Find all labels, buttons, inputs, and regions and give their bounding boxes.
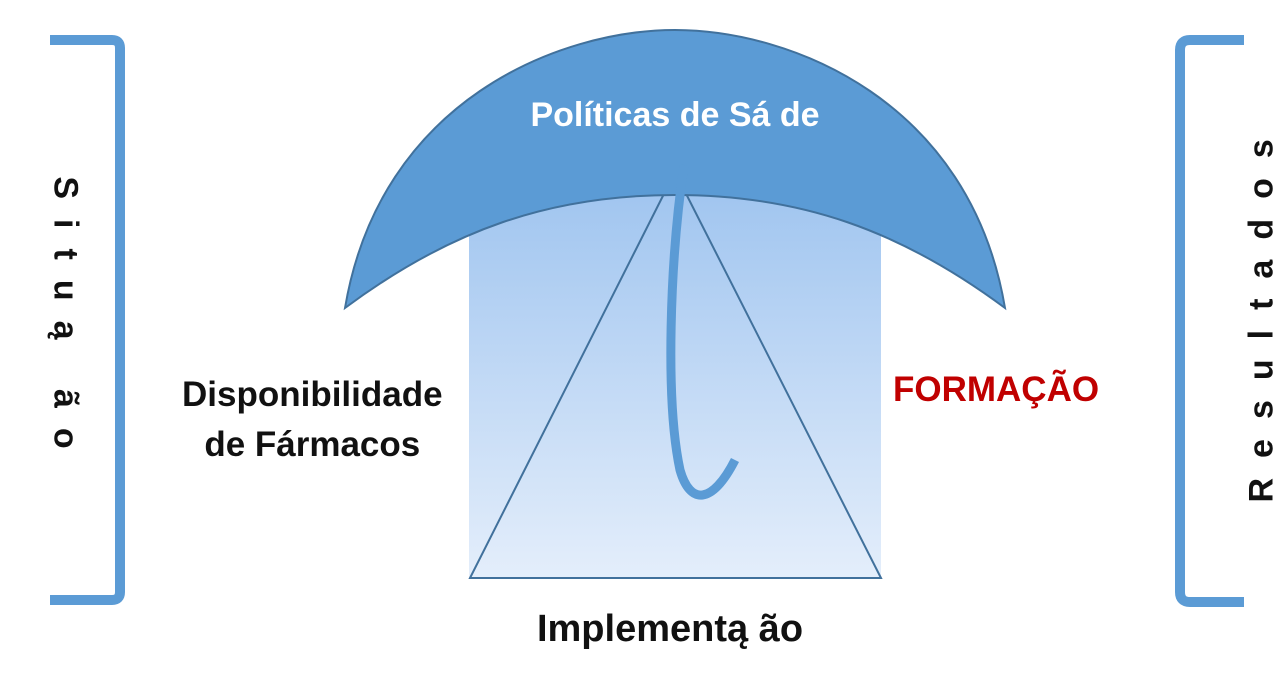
left-label: Disponibilidade de Fármacos [182, 370, 443, 470]
umbrella-title: Políticas de Sá de [530, 96, 820, 134]
triangle [468, 169, 883, 579]
right-bracket [1175, 35, 1244, 607]
left-bracket [50, 35, 125, 605]
right-vertical-label: Resultados [1242, 119, 1274, 503]
bottom-label: Implementą ão [536, 608, 804, 650]
left-label-line-2: de Fármacos [204, 425, 421, 464]
left-label-line-1: Disponibilidade [182, 375, 443, 414]
umbrella-canopy [343, 28, 1007, 311]
umbrella-handle [666, 164, 740, 500]
left-vertical-label: Situą ão [46, 176, 85, 469]
right-label: FORMAÇÃO [893, 370, 1100, 409]
